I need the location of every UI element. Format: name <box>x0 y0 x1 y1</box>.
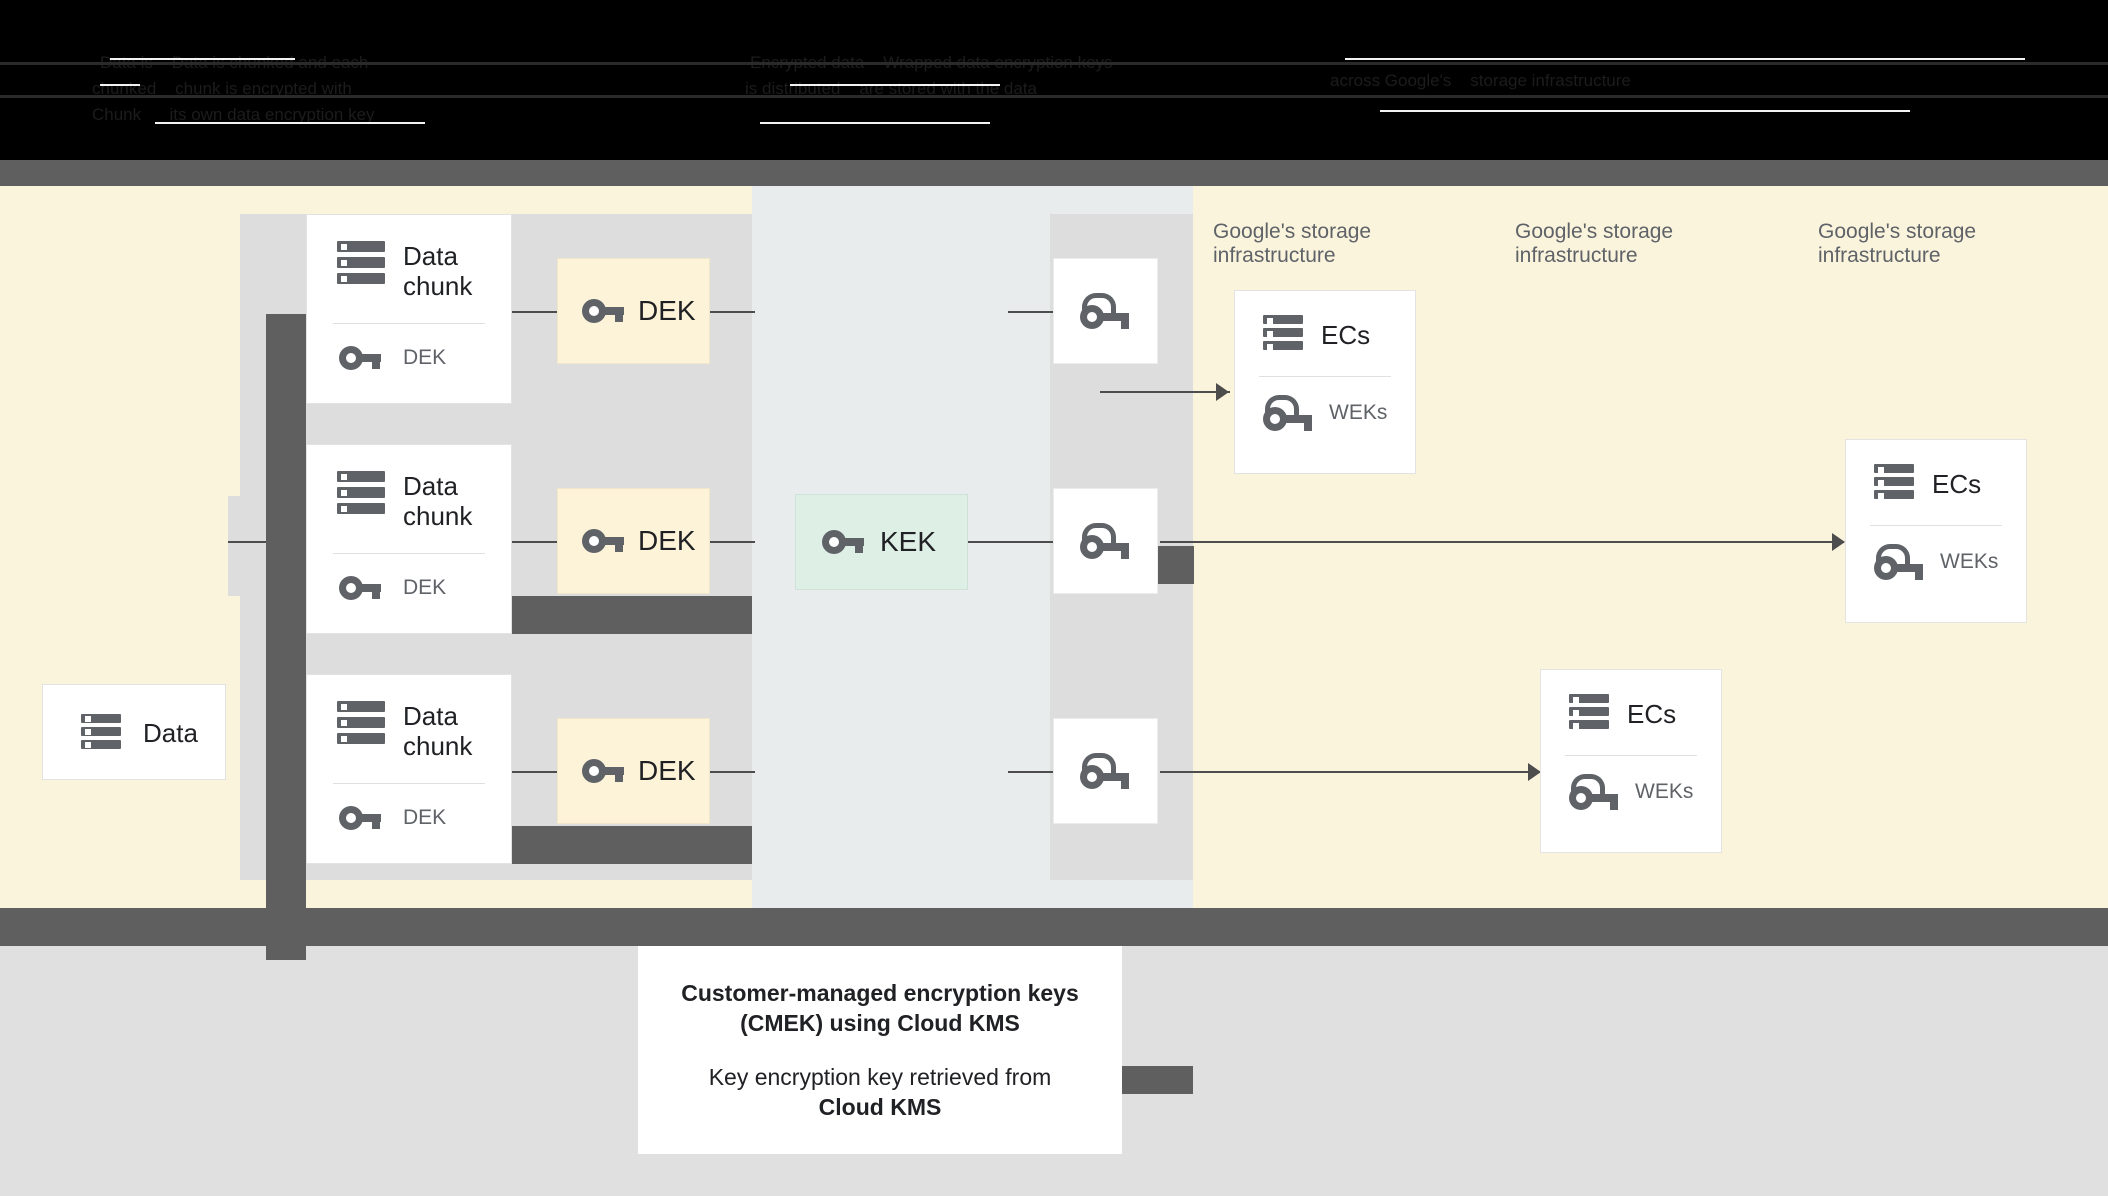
ec-key-label: WEKs <box>1940 550 1999 573</box>
header-text-line-6: across Google's storage infrastructure <box>1330 71 1631 90</box>
dek-box-1[interactable]: DEK <box>557 258 710 364</box>
obscured-header-band: Data is Data is chunked and each chunked… <box>0 0 2108 160</box>
dek-label: DEK <box>638 755 696 786</box>
server-icon <box>1569 694 1609 733</box>
wrapped-key-box-2[interactable] <box>1053 488 1158 594</box>
figure-bottom-bar <box>0 908 2108 946</box>
card-divider <box>1259 376 1391 377</box>
chunk-title: Data chunk <box>403 701 473 761</box>
connector-kek-to-wkey2 <box>968 541 1053 543</box>
server-icon <box>337 471 385 514</box>
chunk-title: Data chunk <box>403 471 473 531</box>
caption-line-3: Key encryption key retrieved from <box>708 1064 1052 1090</box>
dek-label: DEK <box>638 295 696 326</box>
key-icon <box>582 299 624 323</box>
caption-line-1: Customer-managed encryption keys <box>681 980 1079 1006</box>
connector-wkey2-to-ec2 <box>1160 541 1844 543</box>
dek-label: DEK <box>638 525 696 556</box>
connector-wkey3-to-ec3 <box>1160 771 1540 773</box>
infra-label-3: Google's storage infrastructure <box>1818 220 1977 267</box>
key-icon <box>582 529 624 553</box>
ec-key-label: WEKs <box>1635 780 1694 803</box>
figure-top-bar <box>0 160 2108 186</box>
wrapped-key-icon <box>1079 293 1132 329</box>
card-divider <box>333 783 485 784</box>
key-icon <box>339 806 381 830</box>
ec-card-3[interactable]: ECs WEKs <box>1540 669 1722 853</box>
connector-chunk3-to-dek3 <box>512 771 557 773</box>
key-icon <box>339 576 381 600</box>
connector-mid-to-wkey1 <box>1008 311 1053 313</box>
server-icon <box>81 713 121 753</box>
ec-title: ECs <box>1627 698 1677 729</box>
header-strike-6 <box>1345 58 2025 60</box>
key-icon <box>339 346 381 370</box>
wrapped-key-icon <box>1079 523 1132 559</box>
kek-box[interactable]: KEK <box>795 494 968 590</box>
header-strike-7 <box>1380 110 1910 112</box>
chunk-key-label: DEK <box>403 346 447 369</box>
header-rule-2 <box>0 95 2108 98</box>
server-icon <box>1874 464 1914 503</box>
ec-card-1[interactable]: ECs WEKs <box>1234 290 1416 474</box>
arrow-wkey1-to-ec1 <box>1216 383 1229 401</box>
card-divider <box>1870 525 2002 526</box>
header-text-line-2: chunked chunk is encrypted with <box>92 79 352 98</box>
key-icon <box>822 530 864 554</box>
kek-label: KEK <box>880 526 937 557</box>
arrow-wkey3-to-ec3 <box>1528 763 1541 781</box>
arrow-wkey2-to-ec2 <box>1832 533 1845 551</box>
connector-chunk2-to-dek2 <box>512 541 557 543</box>
chunk-key-label: DEK <box>403 806 447 829</box>
ec-title: ECs <box>1321 319 1371 350</box>
wrapped-key-box-1[interactable] <box>1053 258 1158 364</box>
server-icon <box>337 241 385 284</box>
card-divider <box>1565 755 1697 756</box>
dek-box-3[interactable]: DEK <box>557 718 710 824</box>
header-strike-4 <box>790 84 1000 86</box>
caption-line-2: (CMEK) using Cloud KMS <box>740 1010 1020 1036</box>
header-text-line-5: is distributed are stored with the data <box>745 79 1037 98</box>
data-source-label: Data <box>143 718 198 748</box>
header-strike-2 <box>100 84 140 86</box>
data-source-card[interactable]: Data <box>42 684 226 780</box>
card-divider <box>333 323 485 324</box>
header-strike-5 <box>760 122 990 124</box>
server-icon <box>1263 315 1303 354</box>
infra-label-1: Google's storage infrastructure <box>1213 220 1372 267</box>
key-icon <box>582 759 624 783</box>
data-chunk-card-2[interactable]: Data chunk DEK <box>306 444 512 634</box>
wrapped-key-icon <box>1569 774 1621 810</box>
card-divider <box>333 553 485 554</box>
wrapped-key-icon <box>1263 395 1315 431</box>
header-strike-1 <box>110 58 295 60</box>
ec-title: ECs <box>1932 468 1982 499</box>
connector-wkey1-to-ec1 <box>1100 391 1230 393</box>
caption-box: Customer-managed encryption keys (CMEK) … <box>638 946 1122 1154</box>
connector-dek2-to-kek <box>710 541 755 543</box>
ec-key-label: WEKs <box>1329 401 1388 424</box>
wrapped-key-box-3[interactable] <box>1053 718 1158 824</box>
header-text-line-3: Chunk its own data encryption key <box>92 105 375 124</box>
infra-label-2: Google's storage infrastructure <box>1515 220 1674 267</box>
data-chunk-card-1[interactable]: Data chunk DEK <box>306 214 512 404</box>
header-strike-3 <box>155 122 425 124</box>
connector-dek3-to-mid <box>710 771 755 773</box>
chunk-title: Data chunk <box>403 241 473 301</box>
dek-box-2[interactable]: DEK <box>557 488 710 594</box>
connector-mid-to-wkey3 <box>1008 771 1053 773</box>
chunk-key-label: DEK <box>403 576 447 599</box>
cmek-encryption-diagram: Data Data chunk DEK Data chunk DEK Data … <box>0 186 2108 1094</box>
wrapped-key-icon <box>1079 753 1132 789</box>
wrapped-key-icon <box>1874 544 1926 580</box>
header-rule-1 <box>0 62 2108 65</box>
ec-card-2[interactable]: ECs WEKs <box>1845 439 2027 623</box>
data-chunk-card-3[interactable]: Data chunk DEK <box>306 674 512 864</box>
caption-line-4: Cloud KMS <box>818 1094 942 1120</box>
connector-dek1-to-mid <box>710 311 755 313</box>
server-icon <box>337 701 385 744</box>
connector-chunk1-to-dek1 <box>512 311 557 313</box>
